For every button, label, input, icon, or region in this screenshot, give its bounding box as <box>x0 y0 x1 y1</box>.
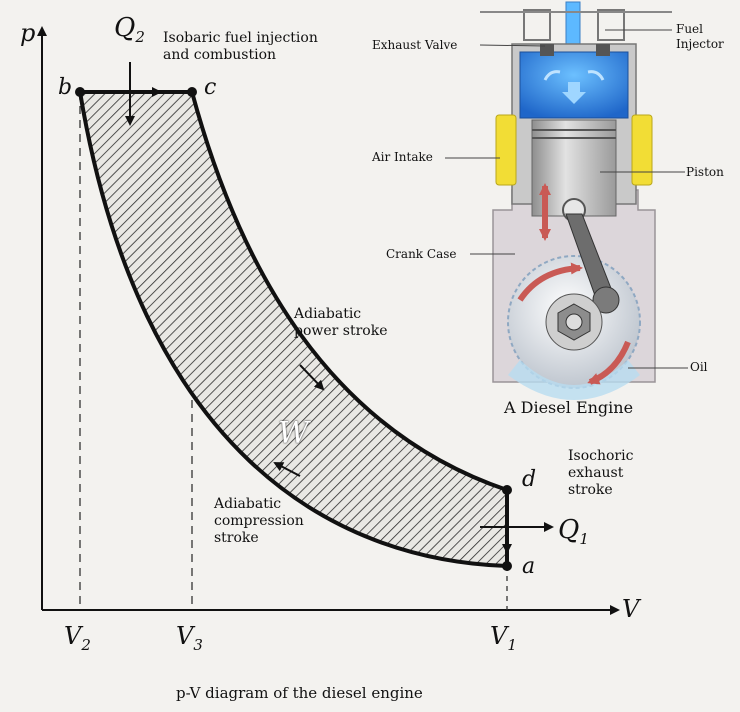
fuel-injector-label: Fuel Injector <box>676 22 724 51</box>
leader-exhaust-valve <box>479 44 546 47</box>
point-b-dot <box>75 87 85 97</box>
work-label: W <box>278 416 309 451</box>
point-a-dot <box>502 561 512 571</box>
point-d-dot <box>502 485 512 495</box>
injector-pipe <box>565 1 581 47</box>
v-axis-label: V <box>622 595 640 623</box>
v2-label: V2 <box>64 622 91 654</box>
point-c-label: c <box>204 75 217 100</box>
air-intake-right <box>631 114 653 186</box>
exhaust-pipe-right <box>597 9 625 41</box>
diagram-caption: p-V diagram of the diesel engine <box>176 684 423 702</box>
intake-valve <box>596 44 610 56</box>
v1-label: V1 <box>490 622 517 654</box>
exhaust-pipe-left <box>523 9 551 41</box>
piston-label: Piston <box>686 165 724 179</box>
heat-out-label: Q1 <box>558 515 589 549</box>
power-stroke-label: Adiabatic power stroke <box>294 306 388 339</box>
oil <box>508 360 640 400</box>
point-a-label: a <box>522 554 536 579</box>
point-c-dot <box>187 87 197 97</box>
isochoric-label: Isochoric exhaust stroke <box>568 448 634 498</box>
air-intake-left <box>495 114 517 186</box>
v3-label: V3 <box>176 622 203 654</box>
engine-illustration <box>445 1 688 400</box>
compression-stroke-label: Adiabatic compression stroke <box>214 496 304 546</box>
engine-title: A Diesel Engine <box>504 398 634 417</box>
point-d-label: d <box>522 467 537 492</box>
power-direction-arrow <box>299 364 325 391</box>
rotation-arrow-bottom <box>587 340 631 385</box>
isobaric-label: Isobaric fuel injection and combustion <box>163 30 318 63</box>
crank-case-label: Crank Case <box>386 247 457 261</box>
compression-direction-arrow <box>273 462 301 477</box>
point-b-label: b <box>58 75 73 100</box>
p-axis-label: p <box>20 19 36 47</box>
exhaust-valve <box>540 44 554 56</box>
exhaust-valve-label: Exhaust Valve <box>372 38 458 52</box>
rotation-arrow-top <box>517 262 583 302</box>
oil-label: Oil <box>690 360 708 374</box>
pv-diagram <box>37 26 620 615</box>
spray-arrow <box>562 82 586 104</box>
crank-pin <box>592 286 620 314</box>
air-intake-label: Air Intake <box>372 150 433 164</box>
heat-in-label: Q2 <box>114 13 145 47</box>
